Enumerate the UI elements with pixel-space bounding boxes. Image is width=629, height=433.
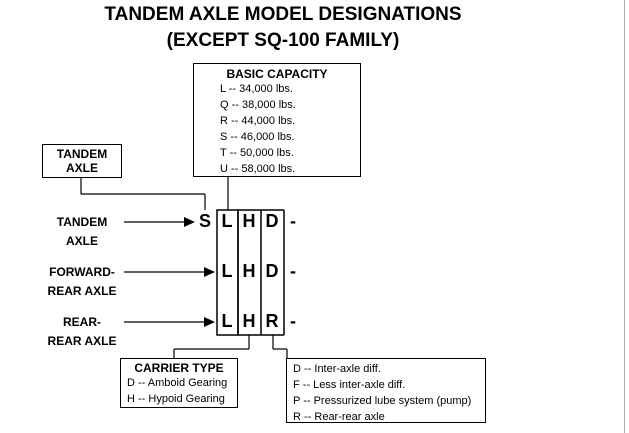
carrier-item: H -- Hypoid Gearing <box>127 393 225 405</box>
row-label-line: REAR- <box>63 315 101 329</box>
carrier-type-box: CARRIER TYPE D -- Amboid Gearing H -- Hy… <box>120 358 238 408</box>
basic-capacity-box: BASIC CAPACITY L -- 34,000 lbs. Q -- 38,… <box>193 63 361 177</box>
code-carrier: H <box>242 311 256 331</box>
row-label-tandem-axle: TANDEM AXLE <box>37 213 127 251</box>
title-line-2: (EXCEPT SQ-100 FAMILY) <box>166 30 400 51</box>
row-label-line: TANDEM <box>56 215 108 229</box>
code-differential: D <box>265 211 279 231</box>
carrier-item: D -- Amboid Gearing <box>127 377 228 389</box>
code-differential: R <box>265 311 279 331</box>
page-border-right <box>624 0 625 433</box>
row-label-line: FORWARD- <box>49 265 115 279</box>
differential-item: D -- Inter-axle diff. <box>293 363 381 375</box>
title-line-1: TANDEM AXLE MODEL DESIGNATIONS <box>104 4 462 25</box>
capacity-item: R -- 44,000 lbs. <box>220 115 296 127</box>
tandem-axle-box: TANDEM AXLE <box>42 144 122 178</box>
differential-box: D -- Inter-axle diff. F -- Less inter-ax… <box>286 358 486 423</box>
row-label-line: REAR AXLE <box>47 284 117 298</box>
code-capacity: L <box>221 261 233 281</box>
basic-capacity-heading: BASIC CAPACITY <box>226 67 328 81</box>
capacity-item: S -- 46,000 lbs. <box>220 131 295 143</box>
code-suffix: - <box>290 261 296 281</box>
capacity-item: U -- 58,000 lbs. <box>220 163 296 175</box>
capacity-item: Q -- 38,000 lbs. <box>220 99 296 111</box>
code-capacity: L <box>221 211 233 231</box>
code-suffix: - <box>290 311 296 331</box>
code-prefix: S <box>199 211 212 231</box>
code-carrier: H <box>242 261 256 281</box>
code-carrier: H <box>242 211 256 231</box>
tandem-axle-box-line-2: AXLE <box>65 161 98 175</box>
code-capacity: L <box>221 311 233 331</box>
code-differential: D <box>265 261 279 281</box>
carrier-type-heading: CARRIER TYPE <box>134 361 224 375</box>
row-label-rear-rear-axle: REAR- REAR AXLE <box>37 313 127 351</box>
capacity-item: L -- 34,000 lbs. <box>220 83 293 95</box>
differential-item: R -- Rear-rear axle <box>293 411 385 423</box>
row-label-line: AXLE <box>65 234 98 248</box>
differential-item: F -- Less inter-axle diff. <box>293 379 406 391</box>
capacity-item: T -- 50,000 lbs. <box>220 147 294 159</box>
code-suffix: - <box>290 211 296 231</box>
differential-item: P -- Pressurized lube system (pump) <box>293 395 472 407</box>
row-label-forward-rear-axle: FORWARD- REAR AXLE <box>37 263 127 301</box>
tandem-axle-box-line-1: TANDEM <box>56 147 108 161</box>
row-label-line: REAR AXLE <box>47 334 117 348</box>
